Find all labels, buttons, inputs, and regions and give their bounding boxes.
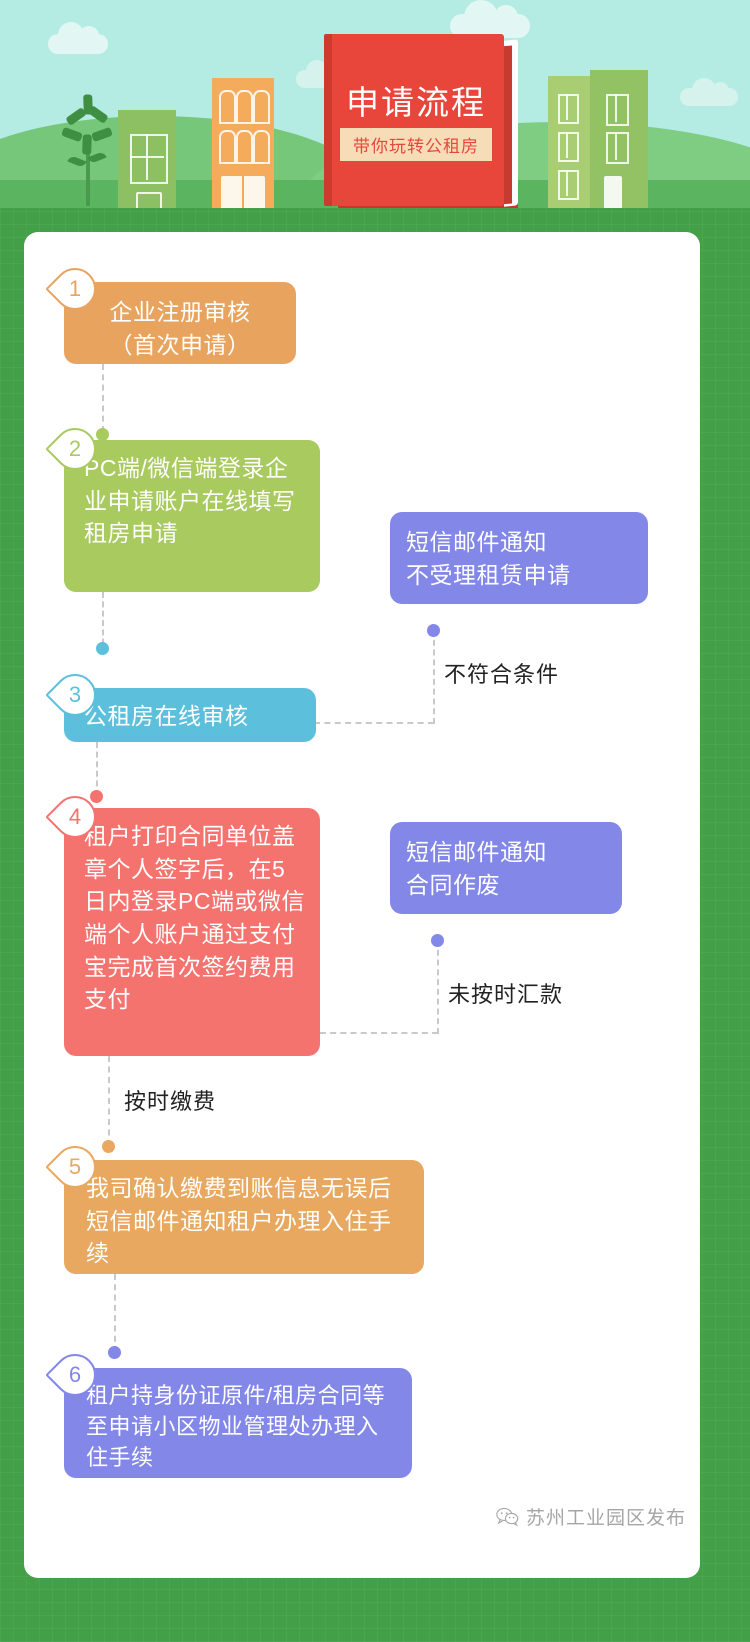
branch-label-not-qualified: 不符合条件 xyxy=(444,662,560,687)
connector-dot-6 xyxy=(108,1346,121,1359)
building-icon xyxy=(590,70,648,208)
flow-step-3[interactable]: 公租房在线审核 xyxy=(64,688,316,742)
connector-5-6 xyxy=(114,1274,116,1352)
branch-line-b-horizontal xyxy=(320,1032,438,1034)
book-spine xyxy=(324,34,332,206)
flow-step-1-label: 企业注册审核 （首次申请） xyxy=(109,299,251,358)
flow-step-5-badge: 5 xyxy=(45,1137,105,1197)
connector-dot-5 xyxy=(102,1140,115,1153)
flow-step-3-badge: 3 xyxy=(45,665,105,725)
flow-step-2-label: PC端/微信端登录企业申请账户在线填写租房申请 xyxy=(84,455,296,547)
footer-account-name: 苏州工业园区发布 xyxy=(525,1508,686,1529)
connector-3-4 xyxy=(96,742,98,796)
connector-dot-4 xyxy=(90,790,103,803)
page-title: 申请流程 xyxy=(346,84,486,121)
flow-step-4[interactable]: 租户打印合同单位盖章个人签字后，在5日内登录PC端或微信端个人账户通过支付宝完成… xyxy=(64,808,320,1056)
flow-step-2-badge: 2 xyxy=(45,419,105,479)
tree-icon xyxy=(60,94,116,206)
wechat-icon xyxy=(496,1507,519,1527)
flow-card: 企业注册审核 （首次申请） 1 PC端/微信端登录企业申请账户在线填写租房申请 … xyxy=(24,232,700,1578)
connector-2-3 xyxy=(102,592,104,654)
connector-1-2 xyxy=(102,364,104,432)
flow-step-4-badge: 4 xyxy=(45,787,105,847)
book-cover xyxy=(328,34,504,206)
side-box-contract-void-label: 短信邮件通知 合同作废 xyxy=(406,839,547,898)
branch-line-b-vertical xyxy=(437,940,439,1034)
side-box-reject-application-label: 短信邮件通知 不受理租赁申请 xyxy=(406,529,571,588)
header-illustration: 申请流程 带你玩转公租房 xyxy=(0,0,750,208)
flow-step-6[interactable]: 租户持身份证原件/租房合同等至申请小区物业管理处办理入住手续 xyxy=(64,1368,412,1478)
connector-dot-2 xyxy=(96,428,109,441)
cloud-icon xyxy=(450,0,530,38)
connector-dot-3 xyxy=(96,642,109,655)
flow-step-3-label: 公租房在线审核 xyxy=(84,703,249,729)
cloud-icon xyxy=(680,78,738,106)
building-icon xyxy=(118,110,176,208)
building-icon xyxy=(548,76,590,208)
cloud-icon xyxy=(48,22,108,54)
flow-step-5-label: 我司确认缴费到账信息无误后短信邮件通知租户办理入住手续 xyxy=(86,1175,392,1267)
flow-step-4-label: 租户打印合同单位盖章个人签字后，在5日内登录PC端或微信端个人账户通过支付宝完成… xyxy=(84,823,305,1013)
side-box-contract-void[interactable]: 短信邮件通知 合同作废 xyxy=(390,822,622,914)
footer-watermark: 苏州工业园区发布 xyxy=(496,1503,686,1530)
branch-line-a-vertical xyxy=(433,630,435,724)
branch-label-on-time-payment: 按时缴费 xyxy=(124,1089,217,1114)
flow-step-2[interactable]: PC端/微信端登录企业申请账户在线填写租房申请 xyxy=(64,440,320,592)
flow-step-1[interactable]: 企业注册审核 （首次申请） xyxy=(64,282,296,364)
building-icon xyxy=(212,78,274,208)
flow-step-1-badge: 1 xyxy=(45,259,105,319)
page-subtitle: 带你玩转公租房 xyxy=(340,128,492,161)
flow-step-5[interactable]: 我司确认缴费到账信息无误后短信邮件通知租户办理入住手续 xyxy=(64,1160,424,1274)
branch-label-late-payment: 未按时汇款 xyxy=(448,982,564,1007)
branch-dot-a xyxy=(427,624,440,637)
branch-dot-b xyxy=(431,934,444,947)
branch-line-a-horizontal xyxy=(314,722,434,724)
flow-step-6-label: 租户持身份证原件/租房合同等至申请小区物业管理处办理入住手续 xyxy=(86,1383,386,1471)
side-box-reject-application[interactable]: 短信邮件通知 不受理租赁申请 xyxy=(390,512,648,604)
flow-step-6-badge: 6 xyxy=(45,1345,105,1405)
connector-4-5 xyxy=(108,1056,110,1146)
